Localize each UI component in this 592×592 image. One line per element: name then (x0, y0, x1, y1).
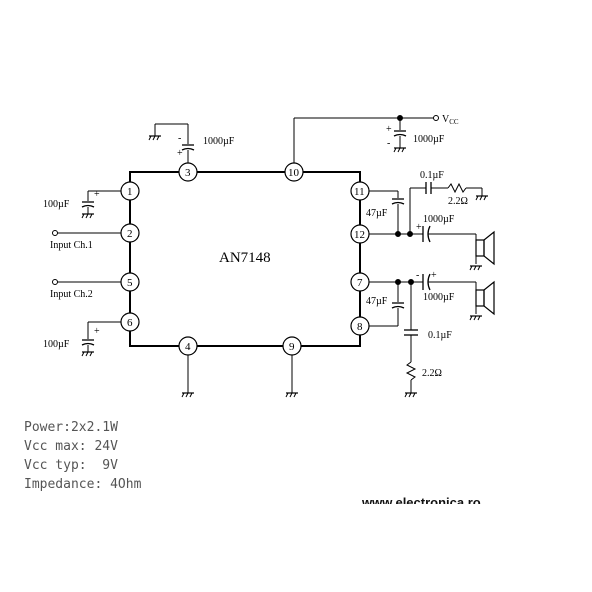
pin-2: 2 (120, 223, 140, 243)
cap-pin8-47uf (369, 282, 405, 327)
spec-vcc-max: Vcc max: 24V (24, 439, 118, 454)
output-ch2: - + (369, 270, 477, 291)
cap-pin11-47uf (369, 190, 405, 234)
pin-7: 7 (350, 272, 370, 292)
input-ch1-terminal (52, 230, 121, 236)
cap-pin11-label: 47µF (366, 208, 388, 219)
pin-4-label: 4 (185, 341, 191, 353)
res-zobel2-label: 2.2Ω (422, 368, 442, 379)
zobel-ch2 (404, 282, 418, 398)
cap-pin6-label: 100µF (43, 339, 70, 350)
pin-7-label: 7 (357, 277, 363, 289)
pin9-ground (285, 355, 299, 398)
chip-name: AN7148 (219, 250, 271, 266)
spec-power: Power:2x2.1W (24, 420, 118, 435)
pin-12: 12 (350, 224, 370, 244)
pin-3: 3 (178, 162, 198, 182)
pin-9-label: 9 (289, 341, 295, 353)
plus-sign: + (177, 148, 183, 159)
minus-sign: - (387, 138, 390, 149)
pin-8-label: 8 (357, 321, 363, 333)
ic-body (129, 171, 361, 347)
website-watermark: www.electronica.ro (362, 495, 481, 504)
pin4-ground (181, 355, 195, 398)
input-ch2-terminal (52, 279, 121, 285)
vcc-sub: CC (449, 118, 459, 126)
input-ch2-label: Input Ch.2 (50, 289, 93, 300)
cap-pin3-label: 1000µF (203, 136, 235, 147)
plus-sign: + (94, 326, 100, 337)
cap-vcc-label: 1000µF (413, 134, 445, 145)
plus-sign: + (431, 270, 437, 281)
pin-10-label: 10 (288, 167, 300, 179)
pin-6: 6 (120, 312, 140, 332)
pin-1-label: 1 (127, 186, 133, 198)
cap-pin1-label: 100µF (43, 199, 70, 210)
cap-pin1-100uf: + (81, 189, 121, 219)
pin-11-label: 11 (354, 186, 365, 198)
input-ch1-label: Input Ch.1 (50, 240, 93, 251)
speaker-2 (469, 280, 495, 321)
vcc-line: + - (293, 115, 439, 163)
spec-impedance: Impedance: 4Ohm (24, 477, 142, 492)
output-ch1: + (369, 182, 489, 243)
pin-3-label: 3 (185, 167, 191, 179)
res-zobel1-label: 2.2Ω (448, 196, 468, 207)
minus-sign: - (416, 270, 419, 281)
speaker-1 (469, 230, 495, 271)
cap-zobel1-label: 0.1µF (420, 170, 444, 181)
plus-sign: + (416, 222, 422, 233)
cap-pin6-100uf: + (81, 321, 121, 357)
pin-12-label: 12 (354, 229, 365, 241)
cap-out1-label: 1000µF (423, 214, 455, 225)
plus-sign: + (386, 124, 392, 135)
cap-zobel2-label: 0.1µF (428, 330, 452, 341)
pin-4: 4 (178, 336, 198, 356)
pin-5: 5 (120, 272, 140, 292)
pin-9: 9 (282, 336, 302, 356)
cap-pin3-1000uf: + - (148, 123, 195, 163)
pin-1: 1 (120, 181, 140, 201)
cap-pin8-label: 47µF (366, 296, 388, 307)
plus-sign: + (94, 189, 100, 200)
minus-sign: - (178, 133, 181, 144)
cap-out2-label: 1000µF (423, 292, 455, 303)
pin-11: 11 (350, 181, 370, 201)
pin-10: 10 (284, 162, 304, 182)
pin-6-label: 6 (127, 317, 133, 329)
pin-2-label: 2 (127, 228, 133, 240)
specifications: Power:2x2.1W Vcc max: 24V Vcc typ: 9V Im… (24, 418, 141, 494)
pin-5-label: 5 (127, 277, 133, 289)
vcc-label: VCC (442, 114, 459, 126)
spec-vcc-typ: Vcc typ: 9V (24, 458, 118, 473)
pin-8: 8 (350, 316, 370, 336)
